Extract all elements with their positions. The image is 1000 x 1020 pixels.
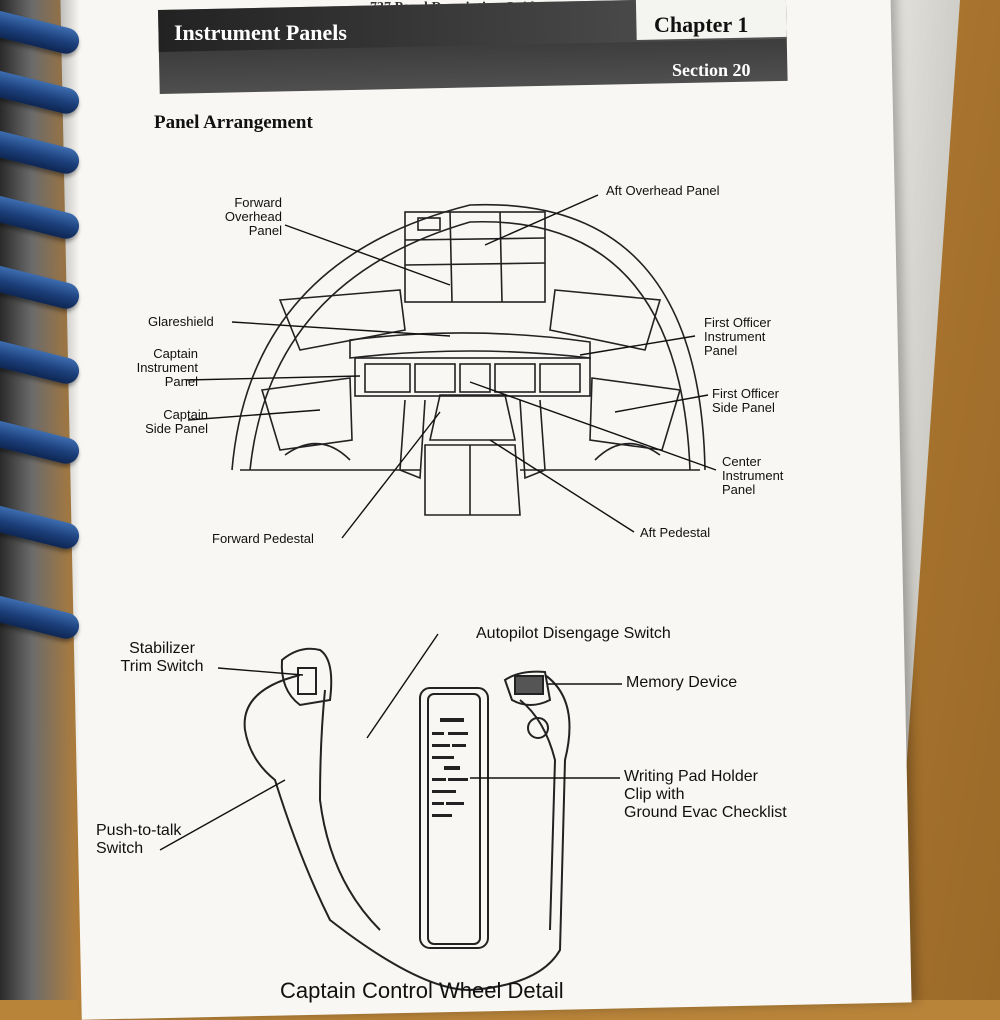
label-line: Forward — [234, 195, 282, 210]
label-captain-instrument: Captain Instrument Panel — [120, 347, 198, 389]
label-line: Captain — [153, 346, 198, 361]
section-label: Section 20 — [672, 60, 751, 80]
label-line: Panel — [722, 482, 756, 497]
label-line: Push-to-talk — [96, 822, 182, 839]
label-fo-instrument: First Officer Instrument Panel — [704, 316, 771, 358]
label-line: Side Panel — [145, 421, 208, 436]
label-line: First Officer — [712, 386, 779, 401]
label-captain-side: Captain Side Panel — [110, 408, 208, 436]
label-aft-overhead: Aft Overhead Panel — [606, 183, 720, 198]
label-line: Overhead — [224, 209, 282, 224]
label-line: Center — [722, 454, 762, 469]
label-line: Instrument — [136, 360, 198, 375]
label-memory-device: Memory Device — [626, 674, 738, 691]
label-line: Panel — [248, 223, 282, 238]
label-line: Switch — [96, 840, 144, 857]
label-stabilizer-trim: Stabilizer Trim Switch — [112, 640, 212, 676]
label-line: Panel — [704, 343, 738, 358]
label-glareshield: Glareshield — [148, 314, 214, 329]
label-line: Writing Pad Holder — [624, 768, 758, 785]
label-line: Ground Evac Checklist — [624, 804, 787, 821]
section-title: Panel Arrangement — [154, 112, 313, 133]
label-line: Trim Switch — [120, 658, 204, 675]
label-line: Stabilizer — [129, 640, 195, 657]
label-forward-overhead: Forward Overhead Panel — [200, 196, 282, 238]
header-title: Instrument Panels — [174, 20, 347, 45]
figure-caption: Captain Control Wheel Detail — [280, 978, 564, 1003]
label-line: Side Panel — [712, 400, 775, 415]
label-push-to-talk: Push-to-talk Switch — [96, 822, 181, 858]
label-line: First Officer — [704, 315, 771, 330]
label-forward-pedestal: Forward Pedestal — [212, 531, 314, 546]
label-center-instrument: Center Instrument Panel — [722, 455, 783, 497]
label-line: Panel — [164, 374, 198, 389]
label-line: Instrument — [704, 329, 766, 344]
label-autopilot-disengage: Autopilot Disengage Switch — [476, 625, 671, 642]
label-writing-pad: Writing Pad Holder Clip with Ground Evac… — [624, 768, 787, 822]
label-fo-side: First Officer Side Panel — [712, 387, 779, 415]
label-line: Instrument — [722, 468, 784, 483]
chapter-label: Chapter 1 — [654, 12, 749, 37]
label-line: Clip with — [624, 786, 685, 803]
label-line: Captain — [163, 407, 208, 422]
label-aft-pedestal: Aft Pedestal — [640, 525, 711, 540]
